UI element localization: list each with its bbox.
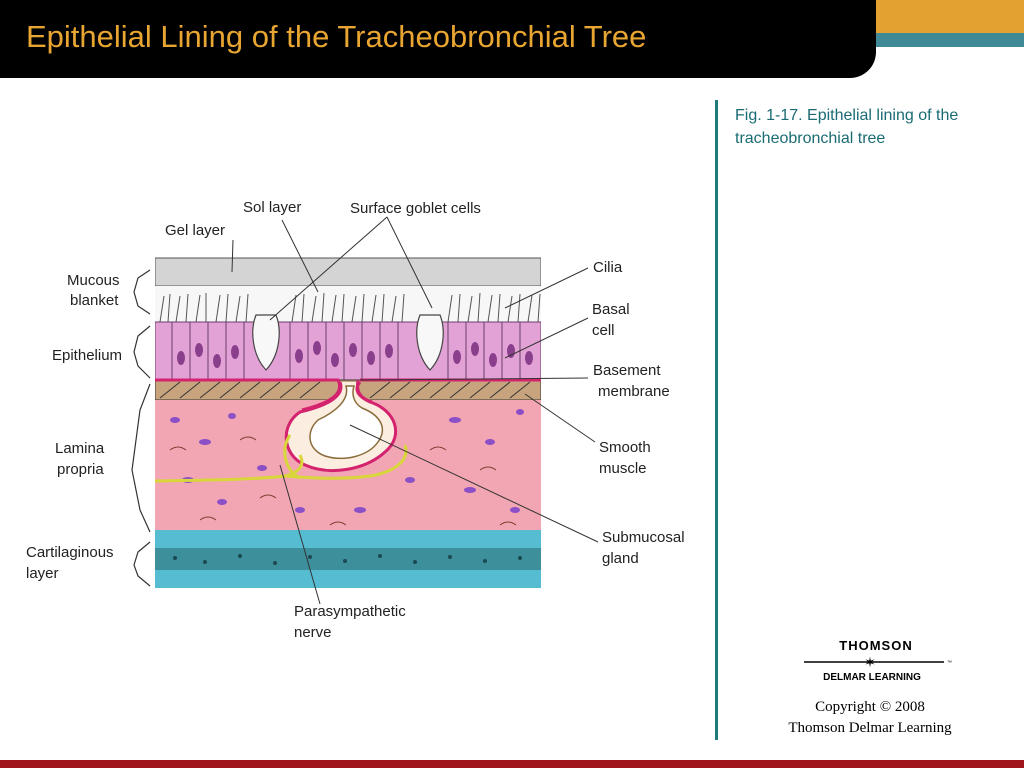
lamina-cells xyxy=(170,409,524,513)
title-bar: Epithelial Lining of the Tracheobronchia… xyxy=(0,0,876,78)
label-gel-layer: Gel layer xyxy=(165,222,225,239)
gland-lumen xyxy=(309,385,383,460)
accent-teal-stripe xyxy=(876,33,1024,47)
label-submucosal-gland-line2: gland xyxy=(602,550,639,567)
parasympathetic-nerve xyxy=(155,434,408,483)
label-cartilaginous-layer-line2: layer xyxy=(26,565,59,582)
cartilage-core xyxy=(155,548,541,570)
vertical-divider xyxy=(715,100,718,740)
epithelium-diagram: Sol layer Surface goblet cells Gel layer… xyxy=(26,199,685,641)
bottom-accent-bar xyxy=(0,760,1024,768)
label-submucosal-gland-line1: Submucosal xyxy=(602,529,685,546)
logo-star-icon: ✶ xyxy=(864,654,876,670)
label-sol-layer: Sol layer xyxy=(243,199,301,216)
basal-hatching xyxy=(159,381,531,399)
epithelial-cell-borders xyxy=(171,322,521,380)
label-basal-cell-line1: Basal xyxy=(592,301,630,318)
epithelium-band xyxy=(155,321,541,381)
logo-name-bottom: DELMAR LEARNING xyxy=(823,672,921,683)
label-lamina-propria-line1: Lamina xyxy=(55,440,105,457)
copyright-notice: Copyright © 2008 Thomson Delmar Learning xyxy=(760,697,980,739)
label-surface-goblet-cells: Surface goblet cells xyxy=(350,200,481,217)
cilia-strands xyxy=(159,292,541,323)
thomson-delmar-logo: THOMSON ✶ ™ DELMAR LEARNING xyxy=(804,638,952,683)
label-mucous-blanket-line1: Mucous xyxy=(67,272,120,289)
goblet-cell-right xyxy=(416,314,444,371)
label-smooth-muscle-line2: muscle xyxy=(599,460,647,477)
label-cartilaginous-layer-line1: Cartilaginous xyxy=(26,544,114,561)
gel-layer-band xyxy=(155,257,541,287)
logo-trademark: ™ xyxy=(947,660,952,666)
label-parasympathetic-nerve-line1: Parasympathetic xyxy=(294,603,406,620)
logo-name-top: THOMSON xyxy=(839,638,912,653)
label-lamina-propria-line2: propria xyxy=(57,461,104,478)
label-basement-membrane-line2: membrane xyxy=(598,383,670,400)
label-parasympathetic-nerve-line2: nerve xyxy=(294,624,332,641)
label-mucous-blanket-line2: blanket xyxy=(70,292,119,309)
label-basal-cell-line2: cell xyxy=(592,322,615,339)
cartilage-speckle xyxy=(173,554,522,565)
left-brackets xyxy=(131,269,151,587)
copyright-line-2: Thomson Delmar Learning xyxy=(788,720,952,736)
slide-title: Epithelial Lining of the Tracheobronchia… xyxy=(26,19,647,54)
goblet-cell-left xyxy=(252,314,280,371)
sol-layer-band xyxy=(155,286,541,324)
copyright-line-1: Copyright © 2008 xyxy=(815,699,925,715)
leader-lines xyxy=(231,216,599,605)
figure-caption: Fig. 1-17. Epithelial lining of the trac… xyxy=(735,107,959,147)
lamina-fibers xyxy=(169,436,517,526)
epithelial-nuclei xyxy=(177,341,533,368)
label-cilia: Cilia xyxy=(593,259,623,276)
label-basement-membrane-line1: Basement xyxy=(593,362,661,379)
accent-orange-block xyxy=(876,0,1024,33)
label-epithelium: Epithelium xyxy=(52,347,122,364)
label-smooth-muscle-line1: Smooth xyxy=(599,439,651,456)
